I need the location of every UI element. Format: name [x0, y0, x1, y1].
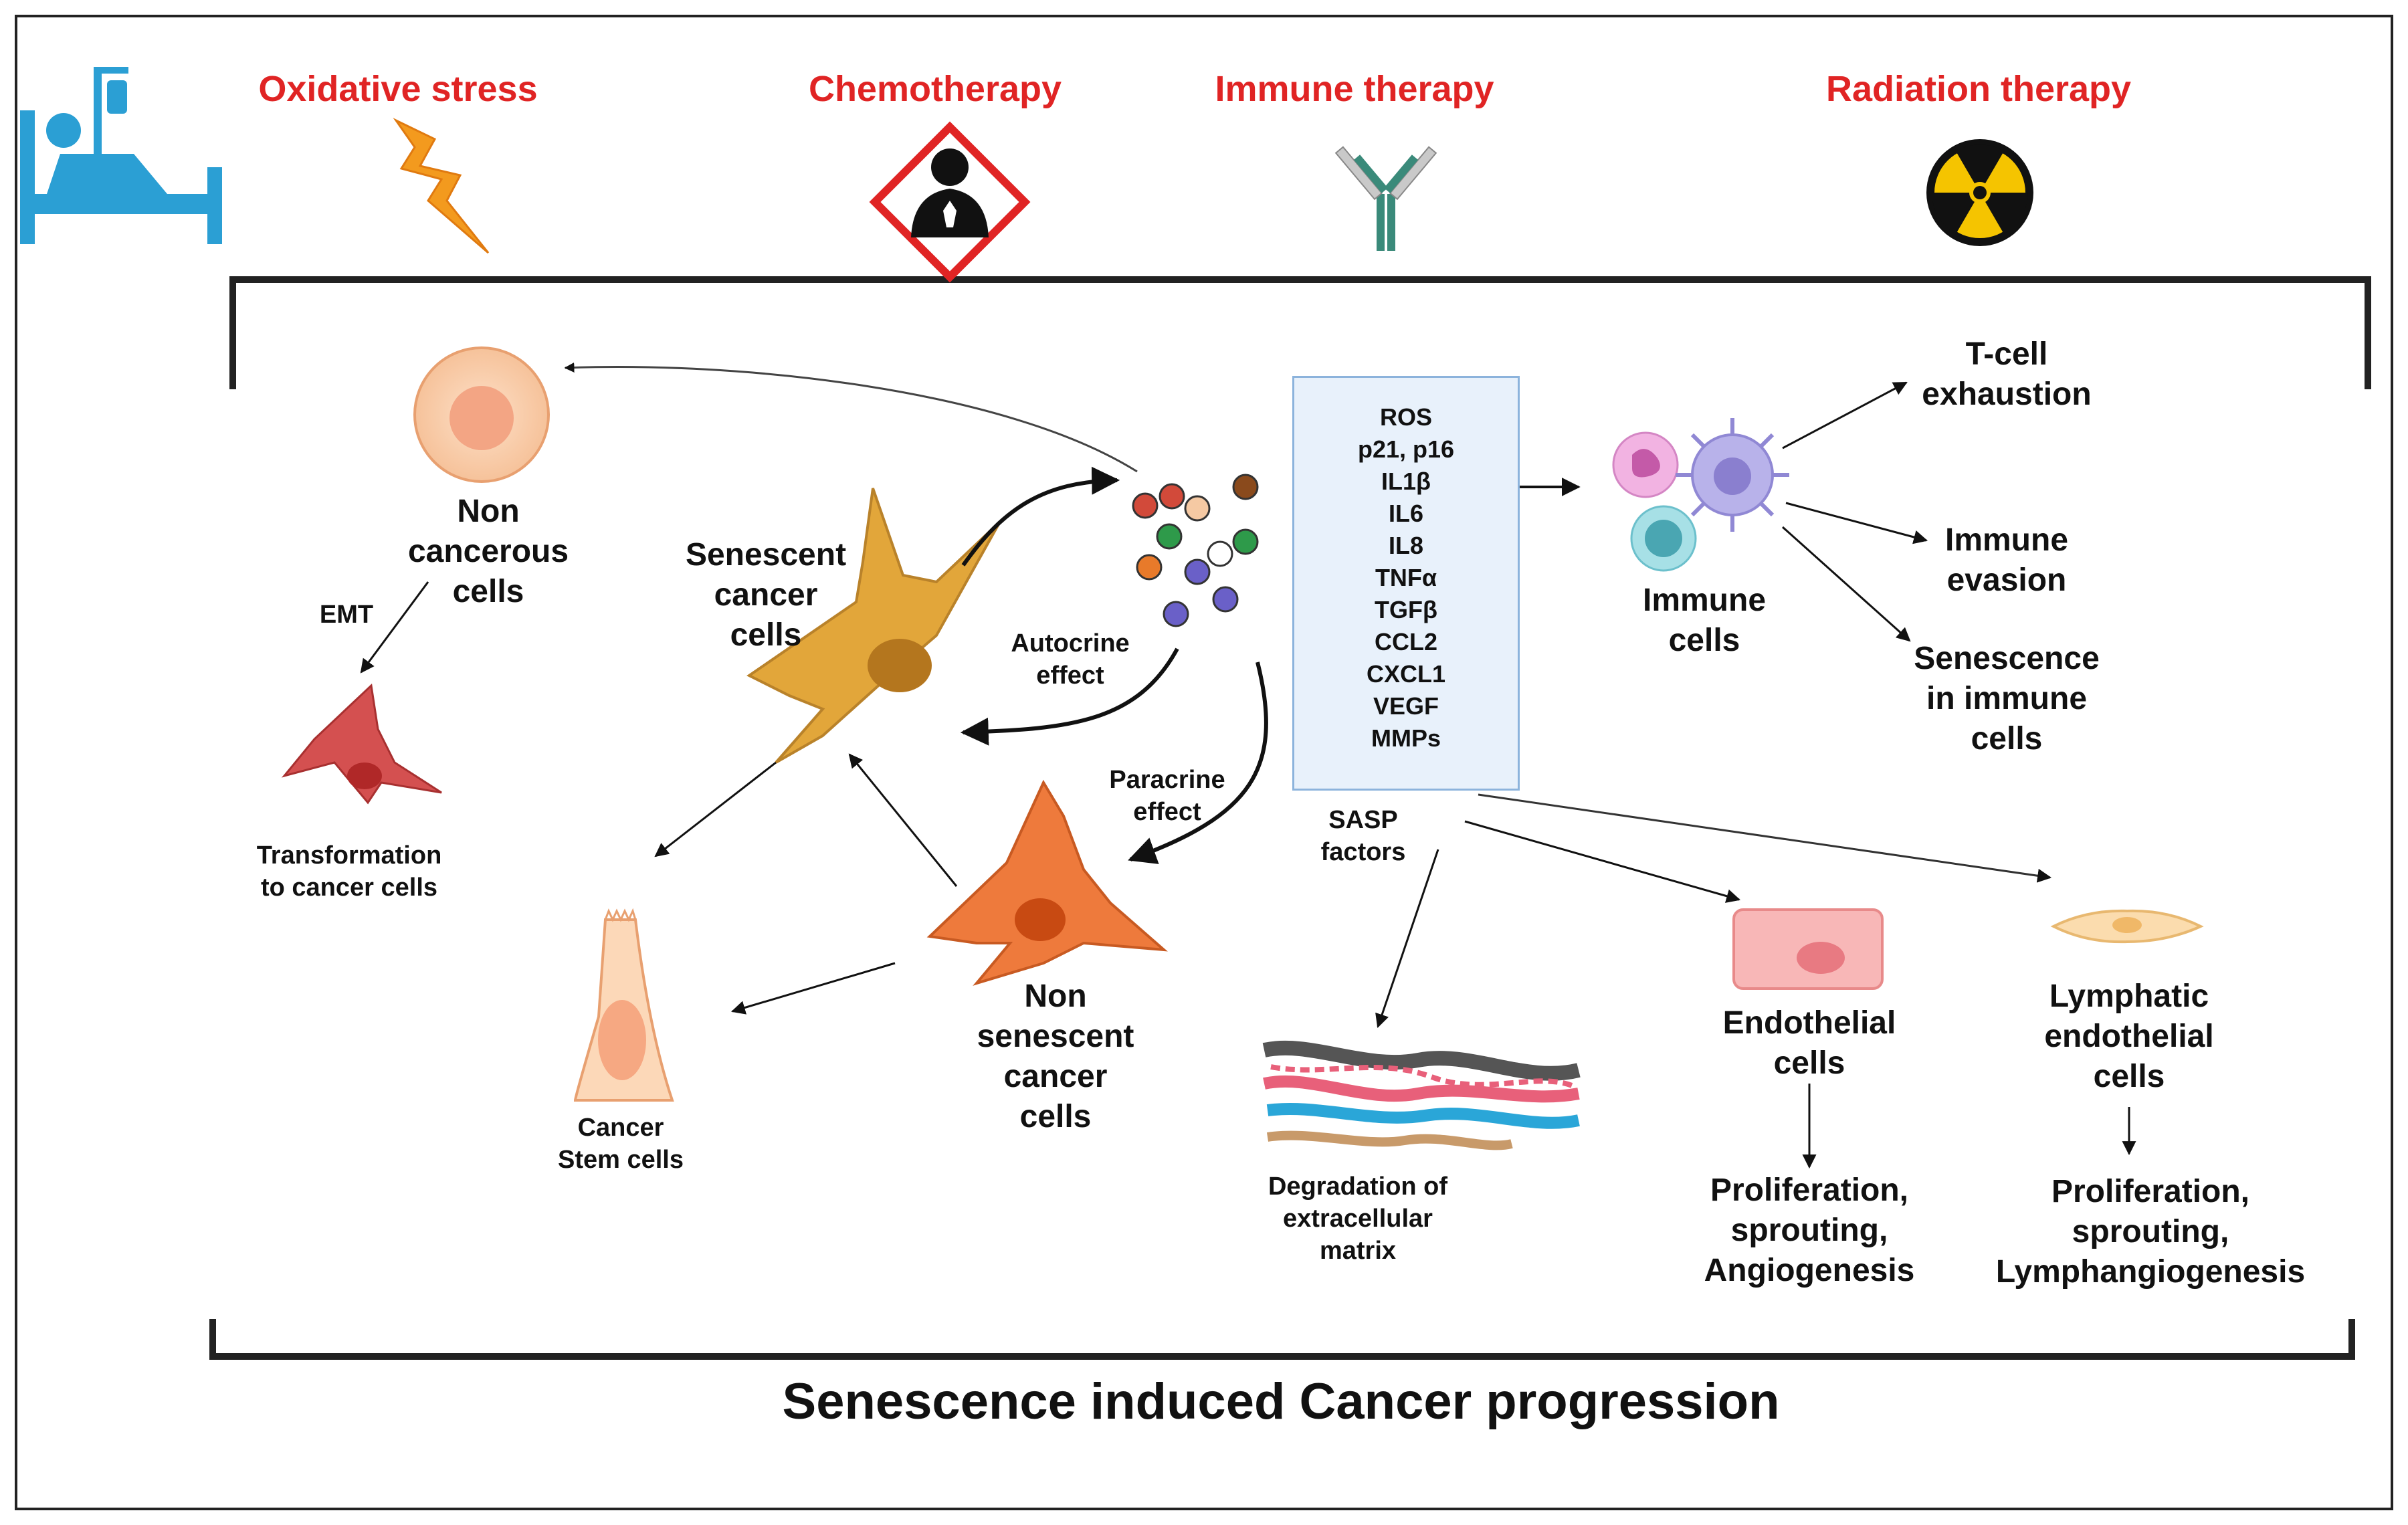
ecm-degradation-label: Degradation of extracellular matrix	[1268, 1173, 1448, 1265]
stressor-radiation-label: Radiation therapy	[1825, 69, 2132, 109]
sasp-item-vegf: VEGF	[1373, 692, 1439, 720]
lightning-icon	[393, 118, 490, 254]
endothelial-outcome-label: Proliferation, sprouting, Angiogenesis	[1704, 1173, 1915, 1288]
immune-cells-label: Immune cells	[1642, 583, 1767, 658]
transformation-label: Transformation to cancer cells	[256, 841, 442, 902]
sasp-item-p21-p16: p21, p16	[1357, 435, 1455, 463]
non-senescent-cancer-cells-label: Non senescent cancer cells	[977, 979, 1134, 1134]
hospital-bed-icon	[20, 67, 222, 244]
sasp-factor-dots	[1132, 474, 1259, 627]
top-bracket	[229, 276, 2371, 389]
hazard-diamond-icon	[869, 121, 1031, 283]
outer-frame	[15, 15, 2393, 1510]
paracrine-effect-label: Paracrine effect	[1109, 766, 1225, 826]
non-cancerous-cells-label: Non cancerous cells	[407, 494, 569, 609]
non-cancerous-cell-shape	[413, 346, 550, 483]
cancer-stem-cell-shape	[573, 908, 674, 1102]
figure-title: Senescence induced Cancer progression	[782, 1373, 1780, 1430]
stressor-immune-label: Immune therapy	[1215, 69, 1494, 109]
sasp-item-il8: IL8	[1388, 532, 1424, 559]
stressor-chemotherapy-label: Chemotherapy	[808, 69, 1062, 109]
sasp-item-il6: IL6	[1388, 500, 1424, 527]
sasp-factors-box: ROS p21, p16 IL1β IL6 IL8 TNFα TGFβ CCL2…	[1292, 376, 1520, 791]
lymphatic-endothelial-cell-shape	[2050, 909, 2204, 944]
antibody-icon	[1334, 146, 1437, 251]
sasp-item-il1b: IL1β	[1381, 468, 1431, 495]
immune-evasion-label: Immune evasion	[1944, 522, 2069, 598]
arrows	[360, 362, 2136, 1169]
senescent-cancer-cells-label: Senescent cancer cells	[685, 537, 847, 653]
senescent-cancer-cell-shape	[746, 488, 1001, 764]
sasp-item-ccl2: CCL2	[1374, 628, 1438, 655]
autocrine-effect-label: Autocrine effect	[1011, 629, 1130, 690]
emt-label: EMT	[319, 601, 374, 629]
endothelial-cells-label: Endothelial cells	[1722, 1005, 1896, 1081]
radiation-icon	[1926, 139, 2033, 246]
endothelial-cell-shape	[1732, 908, 1884, 990]
sasp-item-tnfa: TNFα	[1375, 564, 1437, 591]
senescence-immune-cells-label: Senescence in immune cells	[1914, 641, 2100, 756]
cancer-stem-cells-label: Cancer Stem cells	[558, 1114, 684, 1174]
extracellular-matrix-shape	[1262, 1040, 1581, 1150]
bottom-bracket	[209, 1319, 2355, 1360]
immune-cells-shape	[1612, 418, 1789, 572]
lymphatic-endothelial-cells-label: Lymphatic endothelial cells	[2044, 979, 2214, 1094]
stressor-oxidative-label: Oxidative stress	[258, 69, 538, 109]
non-senescent-cancer-cell-shape	[926, 779, 1168, 986]
t-cell-exhaustion-label: T-cell exhaustion	[1922, 336, 2092, 412]
sasp-item-cxcl1: CXCL1	[1366, 660, 1446, 688]
sasp-factors-caption: SASP factors	[1320, 806, 1406, 866]
lymphatic-outcome-label: Proliferation, sprouting, Lymphangiogene…	[1995, 1174, 2306, 1290]
sasp-item-mmps: MMPs	[1371, 724, 1441, 752]
sasp-item-ros: ROS	[1379, 403, 1433, 431]
sasp-item-tgfb: TGFβ	[1375, 596, 1437, 623]
transformed-cancer-cell-shape	[281, 683, 442, 805]
